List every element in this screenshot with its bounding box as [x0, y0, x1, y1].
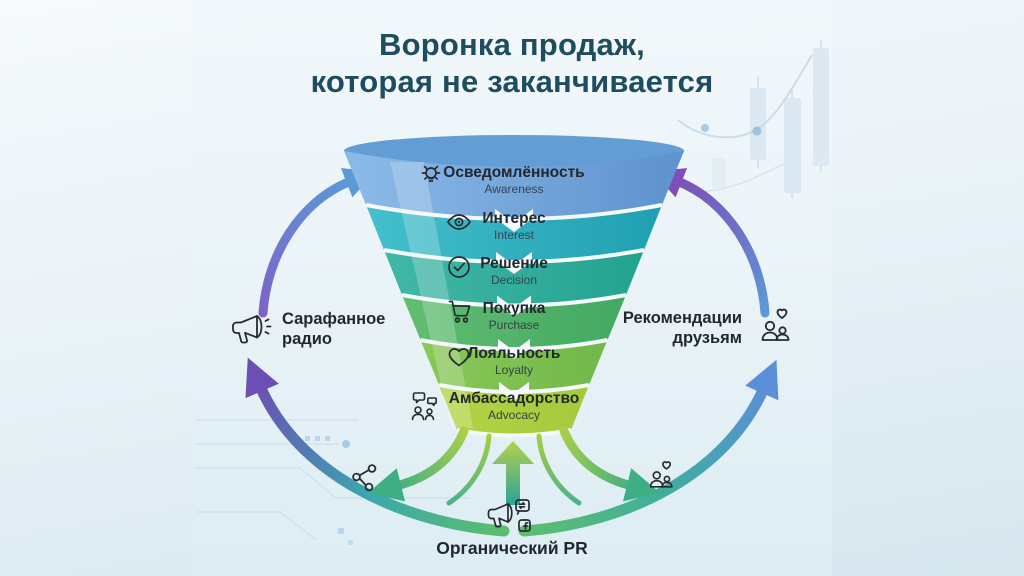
stage-loyalty: Лояльность Loyalty — [468, 345, 561, 377]
stage-label-en: Awareness — [484, 182, 544, 196]
stage-label-ru: Покупка — [482, 300, 546, 317]
word-of-mouth-line2: радио — [282, 330, 332, 348]
stage-advocacy: Амбассадорство Advocacy — [449, 390, 579, 422]
return-arrow-up — [492, 441, 534, 505]
lightbulb-icon — [417, 162, 445, 190]
stage-label-en: Purchase — [488, 318, 540, 332]
funnel-highlight — [390, 162, 473, 428]
friend-recommendations-line2: друзьям — [672, 329, 742, 347]
people-chat-icon — [405, 390, 441, 422]
stage-label-ru: Решение — [480, 255, 548, 272]
stage-decision: Решение Decision — [480, 255, 548, 287]
circuit-lines-decoration — [196, 419, 470, 545]
friend-recommendations-text: Рекомендации друзьям — [623, 308, 742, 348]
cycle-arrow-right-up — [652, 168, 770, 318]
organic-pr-label: Органический PR — [436, 538, 588, 558]
eye-icon — [446, 209, 472, 235]
stage-label-en: Loyalty — [494, 363, 534, 377]
megaphone-icon — [228, 308, 272, 350]
heart-icon — [446, 344, 472, 370]
word-of-mouth-text: Сарафанное радио — [282, 309, 385, 349]
friend-recommendations-line1: Рекомендации — [622, 309, 742, 327]
stage-interest: Интерес Interest — [482, 210, 545, 242]
funnel-bell-left — [446, 433, 492, 506]
funnel-chevron-arrows — [495, 209, 533, 401]
outflow-arrow-right — [559, 426, 661, 502]
funnel-band-loyalty — [420, 340, 608, 392]
people-heart-icon — [752, 306, 796, 350]
funnel-band-purchase — [402, 295, 626, 349]
stage-awareness: Осведомлённость Awareness — [443, 164, 584, 196]
funnel-band-advocacy — [439, 385, 589, 436]
page-title-line2: которая не заканчивается — [310, 64, 714, 99]
stage-label-en: Advocacy — [487, 408, 541, 422]
word-of-mouth-label: Сарафанное радио — [228, 308, 385, 350]
cycle-arrow-left-down — [245, 357, 510, 537]
funnel-band-separators — [365, 203, 663, 438]
check-circle-icon — [446, 254, 472, 280]
outflow-arrow-left — [367, 426, 469, 502]
stage-label-ru: Осведомлённость — [443, 164, 585, 181]
funnel-bell-right — [536, 433, 582, 506]
megaphone-social-icon — [483, 496, 541, 540]
cart-icon — [447, 298, 474, 325]
word-of-mouth-line1: Сарафанное — [282, 310, 386, 328]
friend-recommendations-label: Рекомендации друзьям — [623, 306, 796, 350]
stage-purchase: Покупка Purchase — [483, 300, 546, 332]
page-title: Воронка продаж, которая не заканчивается — [192, 26, 832, 100]
funnel — [344, 135, 684, 506]
stage-label-ru: Интерес — [482, 210, 546, 227]
cycle-arrow-right-down — [518, 359, 779, 537]
people-heart-small-icon — [642, 458, 678, 496]
stage-label-ru: Лояльность — [467, 345, 561, 362]
share-icon — [348, 460, 382, 494]
cycle-arrow-left-up — [258, 168, 376, 318]
page-title-line1: Воронка продаж, — [379, 27, 645, 62]
stage-label-ru: Амбассадорство — [448, 390, 580, 407]
funnel-band-interest — [366, 205, 662, 262]
stage-label-en: Interest — [493, 228, 535, 242]
stage-label-en: Decision — [490, 273, 538, 287]
